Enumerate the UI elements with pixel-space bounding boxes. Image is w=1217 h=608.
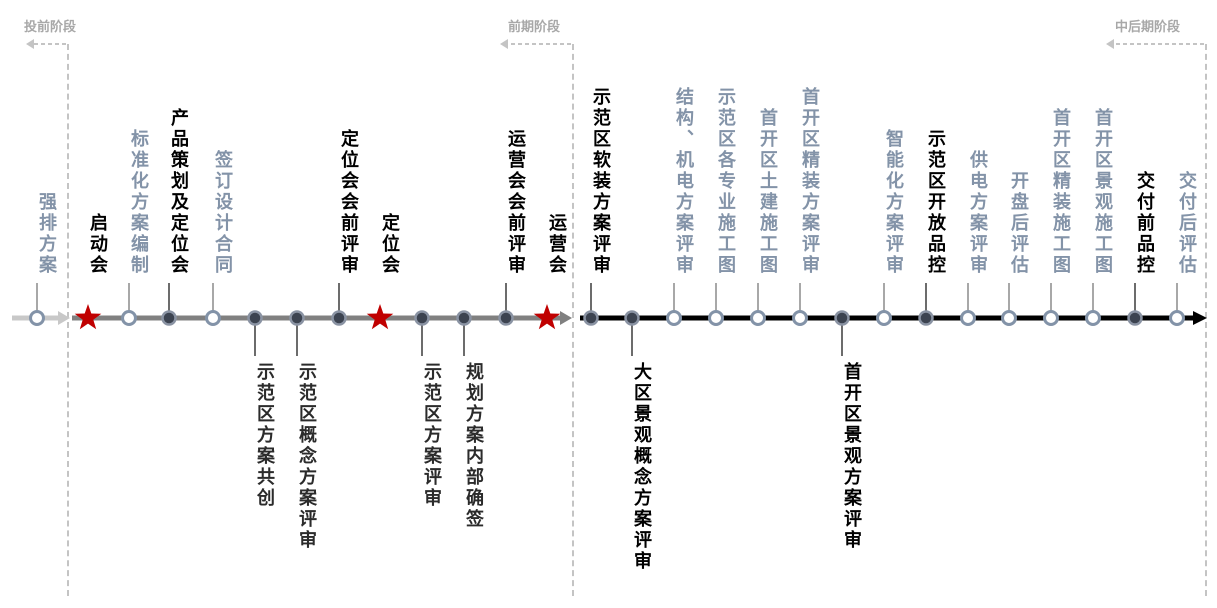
milestone-node-dark-27 [1127,310,1143,326]
milestone-label-25: 首开区精装施工图 [1050,108,1071,276]
milestone-node-hollow-18 [750,310,766,326]
milestone-label-1: 强排方案 [36,192,57,276]
milestone-node-hollow-17 [708,310,724,326]
phase-divider-3 [1205,44,1207,596]
milestone-label-14: 示范区软装方案评审 [590,87,611,276]
milestone-label-18: 首开区土建施工图 [757,108,778,276]
milestone-label-7: 示范区概念方案评审 [296,362,317,551]
milestone-label-4: 产品策划及定位会 [168,108,189,276]
milestone-node-dark-4 [161,310,177,326]
milestone-node-dark-15 [624,310,640,326]
milestone-label-23: 供电方案评审 [967,150,988,276]
milestone-node-hollow-25 [1043,310,1059,326]
milestone-label-20: 首开区景观方案评审 [841,362,862,551]
milestone-label-8: 定位会会前评审 [338,129,359,276]
milestone-label-3: 标准化方案编制 [128,129,149,276]
milestone-star-icon-2 [74,304,102,330]
milestone-node-dark-22 [918,310,934,326]
milestone-node-hollow-16 [666,310,682,326]
milestone-node-dark-11 [456,310,472,326]
phase-divider-1 [67,44,69,596]
milestone-label-15: 大区景观概念方案评审 [631,362,652,572]
milestone-node-dark-20 [834,310,850,326]
milestone-node-dark-6 [247,310,263,326]
milestone-label-6: 示范区方案共创 [254,362,275,509]
phase-label-mid-late: 中后期阶段 [1115,20,1181,35]
milestone-star-icon-9 [366,304,394,330]
milestone-label-2: 启动会 [87,213,108,276]
milestone-label-26: 首开区景观施工图 [1092,108,1113,276]
milestone-node-hollow-23 [960,310,976,326]
milestone-label-27: 交付前品控 [1134,171,1155,276]
milestone-node-dark-12 [498,310,514,326]
milestone-node-dark-8 [331,310,347,326]
phase-arrow-early [500,39,571,49]
milestone-label-10: 示范区方案评审 [421,362,442,509]
milestone-label-12: 运营会会前评审 [505,129,526,276]
milestone-label-28: 交付后评估 [1176,171,1197,276]
milestone-star-icon-13 [533,304,561,330]
milestone-label-21: 智能化方案评审 [883,129,904,276]
milestone-node-hollow-19 [792,310,808,326]
milestone-label-19: 首开区精装方案评审 [799,87,820,276]
milestone-node-hollow-24 [1001,310,1017,326]
timeline-axis [12,311,1207,325]
milestone-label-24: 开盘后评估 [1008,171,1029,276]
milestone-node-hollow-1 [29,310,45,326]
phase-arrow-mid-late [1106,39,1204,49]
milestone-label-9: 定位会 [379,213,400,276]
milestone-label-17: 示范区各专业施工图 [715,87,736,276]
milestone-node-dark-7 [289,310,305,326]
phase-arrow-pre-investment [26,39,66,49]
milestone-node-dark-10 [414,310,430,326]
milestone-node-hollow-5 [205,310,221,326]
milestone-node-hollow-21 [876,310,892,326]
milestone-markers [29,304,1185,330]
milestone-label-13: 运营会 [546,213,567,276]
phase-divider-2 [572,44,574,596]
milestone-label-11: 规划方案内部确签 [463,362,484,530]
milestone-node-hollow-28 [1169,310,1185,326]
milestone-node-hollow-26 [1085,310,1101,326]
milestone-node-hollow-3 [121,310,137,326]
milestone-label-16: 结构、机电方案评审 [673,87,694,276]
milestone-label-5: 签订设计合同 [212,150,233,276]
milestone-node-dark-14 [583,310,599,326]
phase-label-early: 前期阶段 [508,20,561,35]
milestone-label-22: 示范区开放品控 [925,129,946,276]
phase-label-pre-investment: 投前阶段 [24,20,77,35]
